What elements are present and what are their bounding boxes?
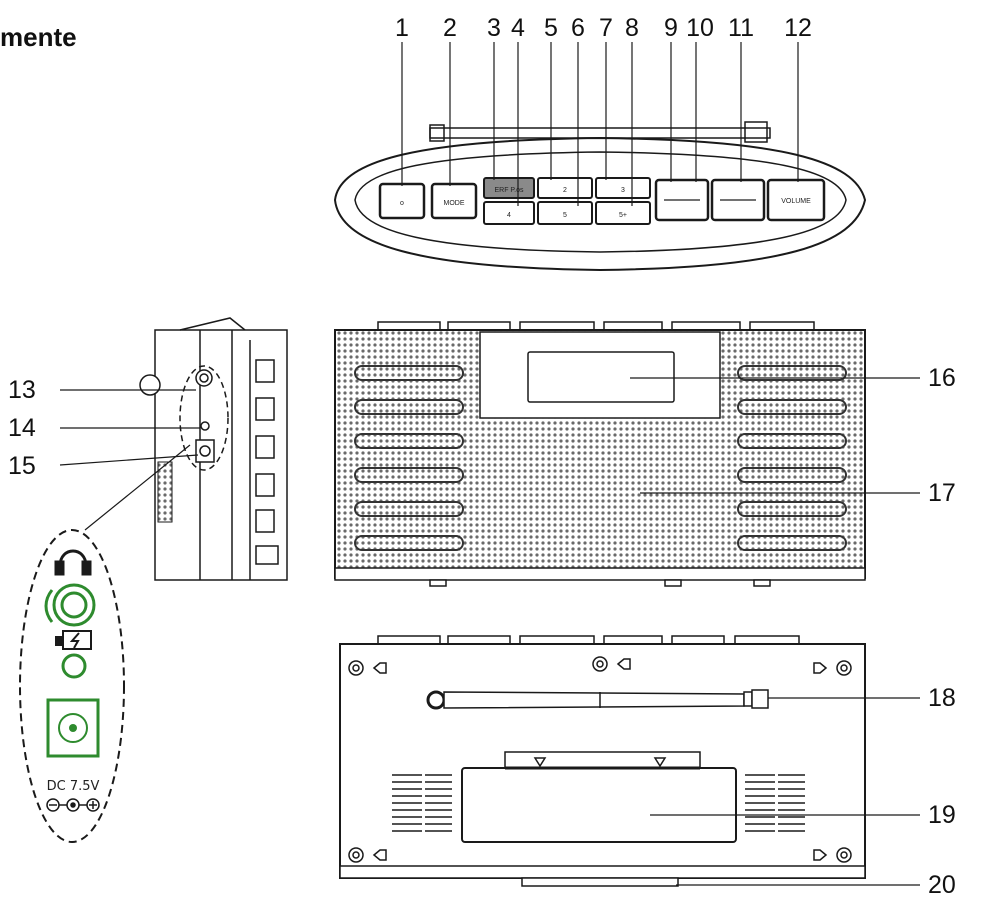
volume-label: VOLUME bbox=[781, 198, 811, 205]
preset-5plus-button[interactable] bbox=[595, 201, 651, 225]
callout-17: 17 bbox=[928, 479, 956, 507]
dc-voltage-label: DC 7.5V bbox=[47, 779, 100, 794]
callout-14: 14 bbox=[8, 414, 36, 442]
preset-3-button[interactable] bbox=[595, 177, 651, 199]
preset-5-button[interactable] bbox=[537, 201, 593, 225]
callout-7: 7 bbox=[599, 14, 613, 42]
callout-6: 6 bbox=[571, 14, 585, 42]
preset-5-label: 5 bbox=[563, 212, 567, 219]
preset-4-label: 4 bbox=[507, 212, 511, 219]
callout-11: 11 bbox=[728, 14, 754, 42]
top-control-panel: o MODE ERF P.os 4 2 5 3 5+ VOLUME bbox=[333, 14, 867, 272]
svg-text:o: o bbox=[400, 200, 404, 207]
preset-2-label: 2 bbox=[563, 187, 567, 194]
battery-charge-icon bbox=[55, 630, 92, 650]
callout-13: 13 bbox=[8, 376, 36, 404]
callout-12: 12 bbox=[784, 14, 812, 42]
charge-led bbox=[200, 421, 210, 431]
back-view bbox=[339, 635, 866, 887]
callout-20: 20 bbox=[928, 871, 956, 899]
lcd-display bbox=[527, 351, 675, 403]
polarity-icon bbox=[46, 798, 100, 812]
callout-4: 4 bbox=[511, 14, 525, 42]
preset-3-label: 3 bbox=[621, 187, 625, 194]
callout-1: 1 bbox=[395, 14, 409, 42]
callout-15: 15 bbox=[8, 452, 36, 480]
callout-16: 16 bbox=[928, 364, 956, 392]
callout-5: 5 bbox=[544, 14, 558, 42]
preset-4-button[interactable] bbox=[483, 201, 535, 225]
callout-8: 8 bbox=[625, 14, 639, 42]
erf-label: ERF P.os bbox=[494, 187, 524, 194]
front-view bbox=[334, 321, 866, 587]
callout-10: 10 bbox=[686, 14, 714, 42]
erf-button[interactable] bbox=[483, 177, 535, 199]
callout-18: 18 bbox=[928, 684, 956, 712]
telescopic-antenna[interactable] bbox=[426, 689, 769, 710]
headphone-icon bbox=[54, 549, 92, 576]
callout-3: 3 bbox=[487, 14, 501, 42]
side-view bbox=[139, 317, 288, 581]
volume-button[interactable] bbox=[766, 178, 826, 222]
preset-5plus-label: 5+ bbox=[619, 212, 627, 219]
battery-compartment-cover[interactable] bbox=[461, 767, 737, 843]
headphone-jack-icon bbox=[44, 583, 96, 627]
callout-2: 2 bbox=[443, 14, 457, 42]
callout-19: 19 bbox=[928, 801, 956, 829]
mode-button[interactable] bbox=[430, 182, 478, 220]
dc-jack-icon bbox=[46, 698, 100, 758]
mode-label: MODE bbox=[444, 200, 465, 207]
charge-led-icon bbox=[61, 653, 87, 679]
callout-9: 9 bbox=[664, 14, 678, 42]
page-heading: mente bbox=[0, 22, 77, 52]
jack-panel-inset: DC 7.5V bbox=[19, 529, 125, 843]
